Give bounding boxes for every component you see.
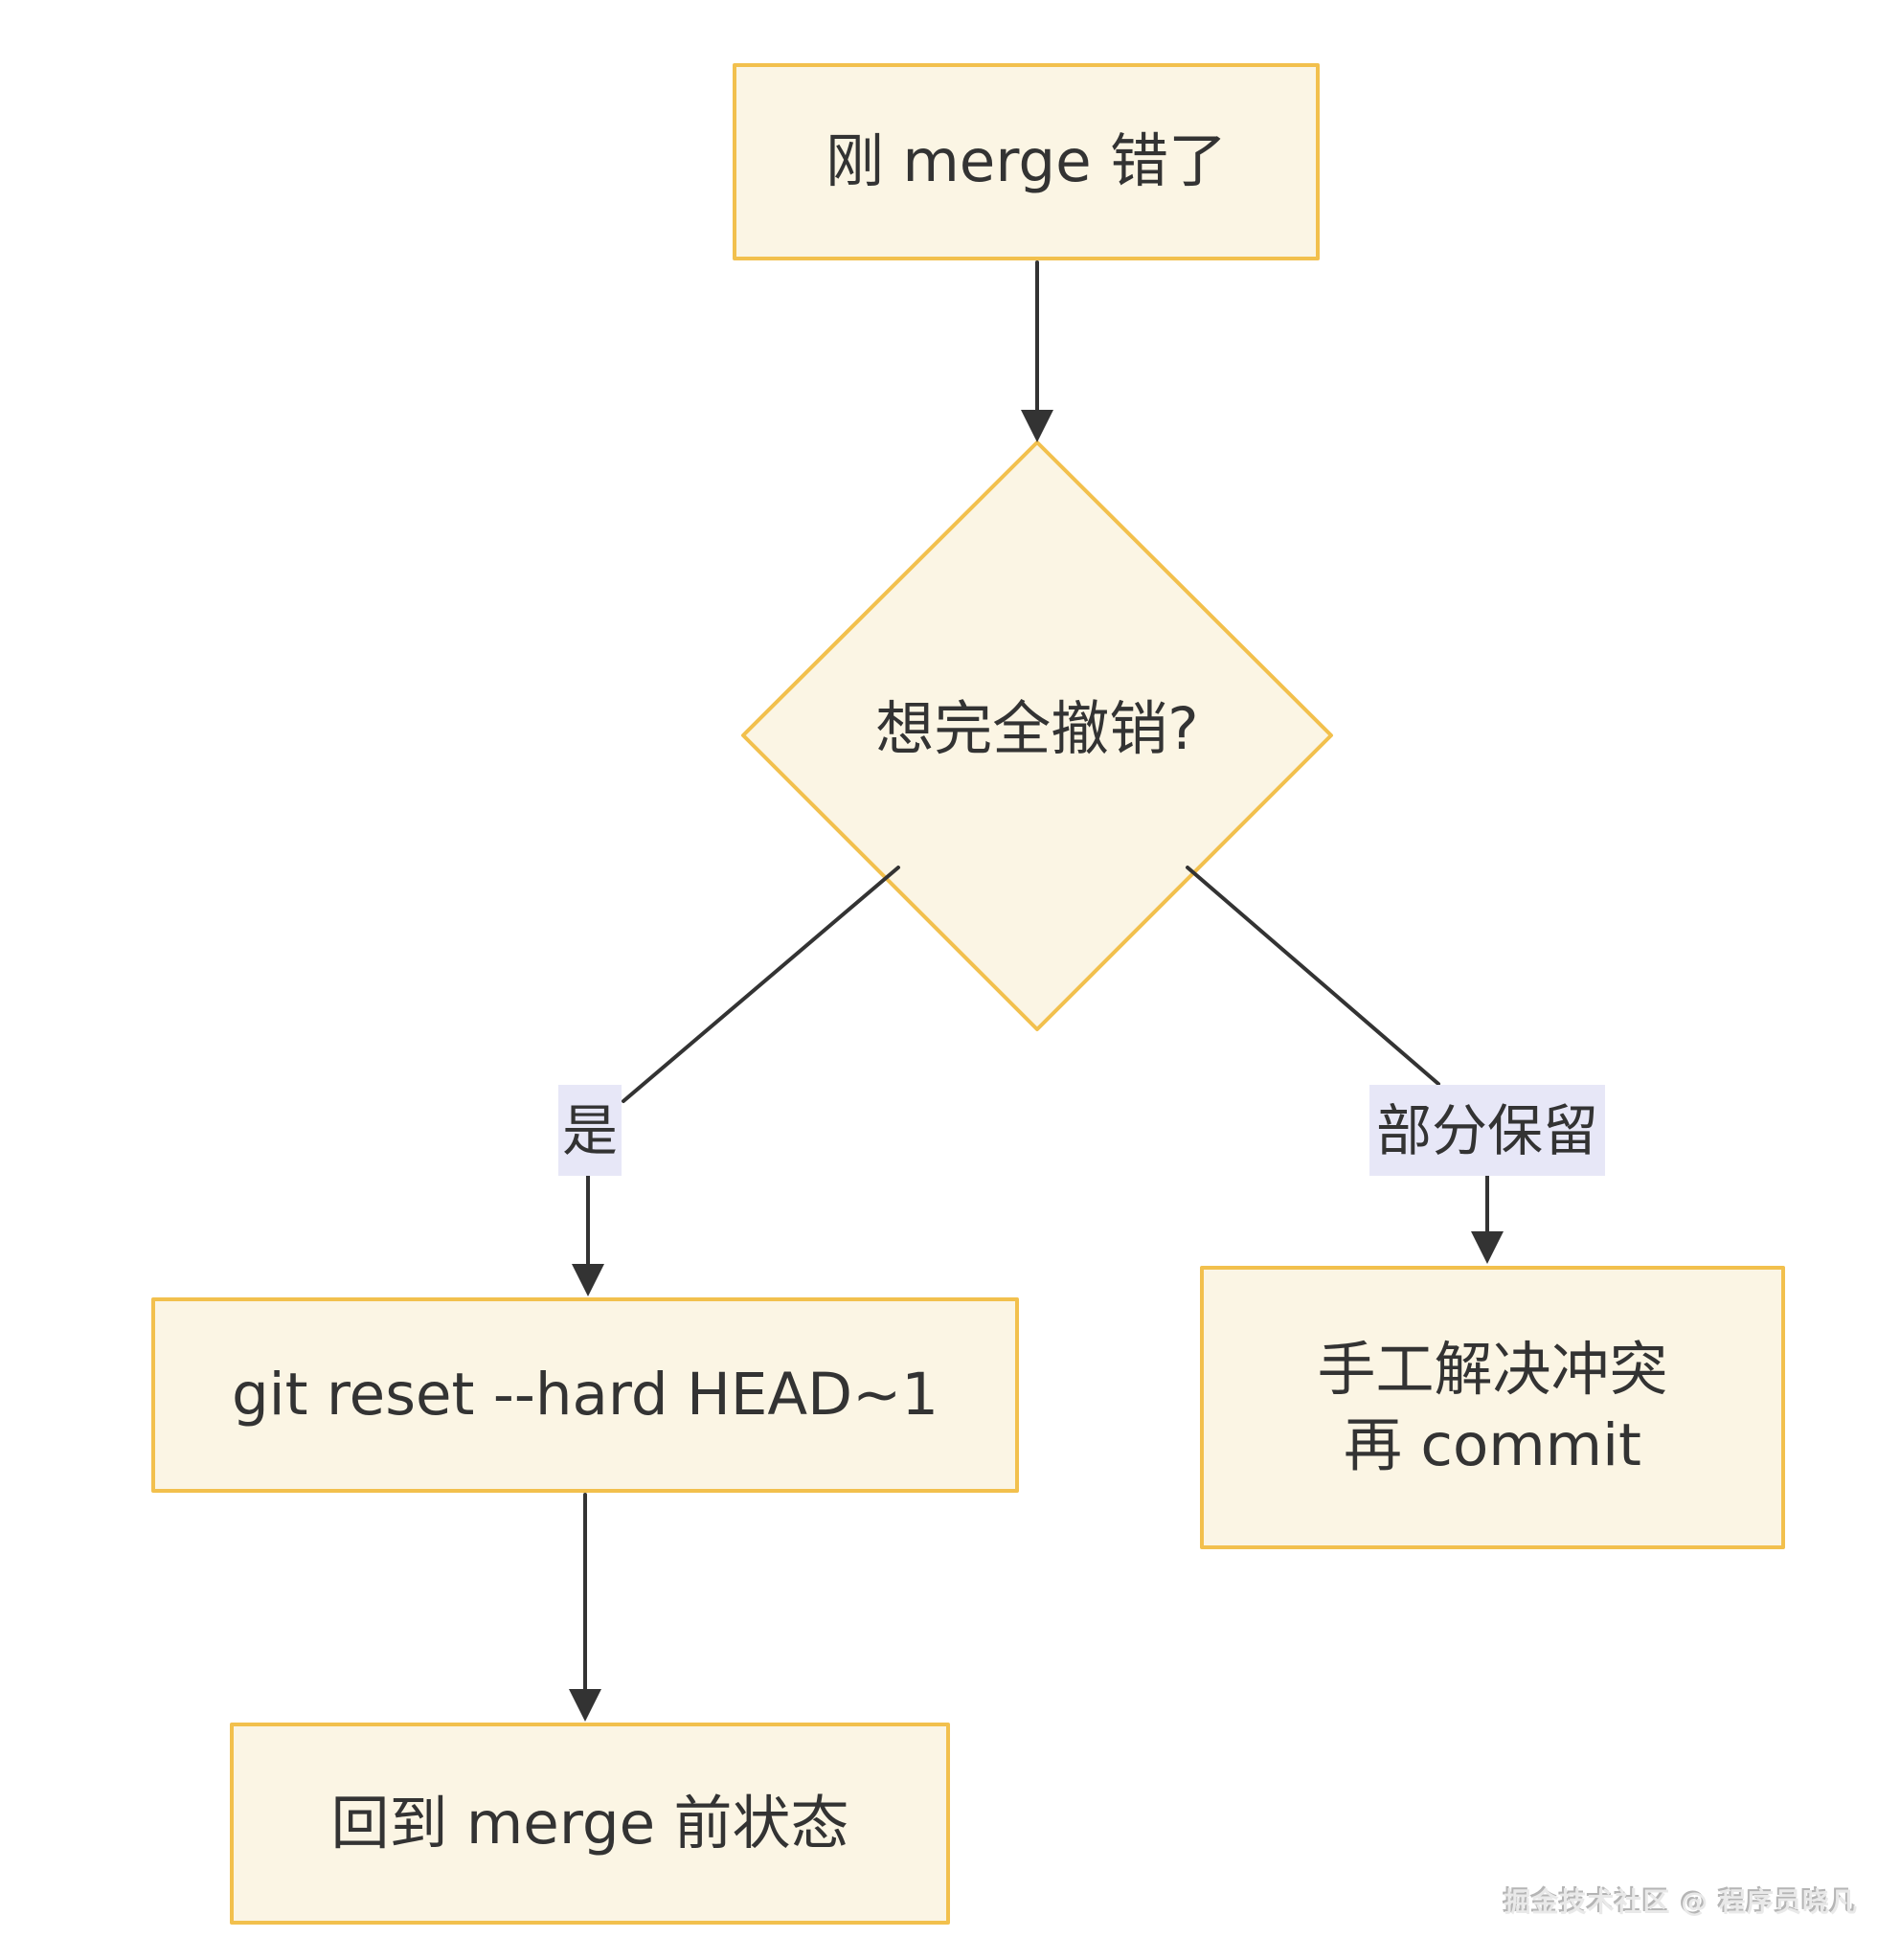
edge-label-yes: 是: [558, 1085, 622, 1176]
node-restored: 回到 merge 前状态: [230, 1723, 950, 1925]
edge-decision-reset-diagonal: [622, 866, 900, 1103]
node-manual: 手工解决冲突 再 commit: [1200, 1266, 1785, 1549]
node-reset: git reset --hard HEAD~1: [151, 1297, 1019, 1493]
edge-label-partial: 部分保留: [1369, 1085, 1605, 1176]
node-manual-label-line2: 再 commit: [1344, 1411, 1641, 1479]
arrowhead-decision-manual: [1471, 1231, 1504, 1264]
node-decision-label: 想完全撤销?: [875, 695, 1199, 763]
node-manual-label-line1: 手工解决冲突: [1317, 1335, 1668, 1404]
arrowhead-decision-reset: [572, 1264, 604, 1296]
edge-decision-manual-diagonal: [1186, 866, 1440, 1086]
edge-label-yes-text: 是: [561, 1097, 618, 1163]
node-start: 刚 merge 错了: [733, 63, 1320, 260]
node-reset-label: git reset --hard HEAD~1: [231, 1361, 939, 1430]
node-restored-label: 回到 merge 前状态: [330, 1789, 849, 1858]
node-start-label: 刚 merge 错了: [826, 127, 1227, 196]
arrowhead-reset-restored: [569, 1689, 601, 1722]
edge-label-partial-text: 部分保留: [1375, 1097, 1598, 1163]
arrowhead-start-decision: [1021, 410, 1053, 442]
decision-diamond-shape: [741, 440, 1333, 1031]
watermark: 掘金技术社区 @ 程序员晓凡: [1504, 1886, 1858, 1918]
